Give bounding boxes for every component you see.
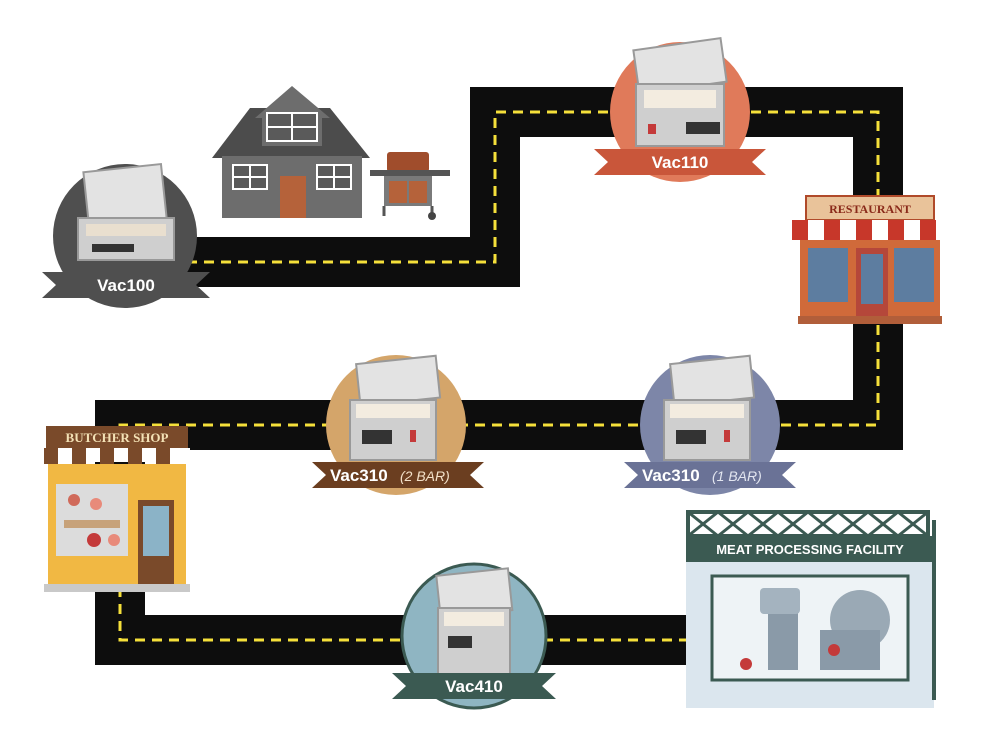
vac310-1bar-machine-icon <box>663 354 756 461</box>
vac310-2bar-suffix: (2 BAR) <box>400 468 450 484</box>
facility-sign: MEAT PROCESSING FACILITY <box>716 542 904 557</box>
meat-processing-facility: MEAT PROCESSING FACILITY <box>686 510 936 708</box>
house-icon <box>212 86 370 218</box>
restaurant-sign: RESTAURANT <box>829 202 911 216</box>
vac110-badge[interactable]: Vac110 <box>594 36 766 182</box>
grill-icon <box>370 152 450 220</box>
vac100-machine-icon <box>77 162 175 261</box>
vac100-label: Vac100 <box>97 276 155 295</box>
butcher-sign: BUTCHER SHOP <box>66 430 169 445</box>
vac110-machine-icon <box>632 36 728 147</box>
vac310-2bar-machine-icon <box>349 354 442 461</box>
restaurant-building: RESTAURANT <box>792 195 948 324</box>
vac410-machine-icon <box>435 567 514 681</box>
vac100-badge[interactable]: Vac100 <box>42 162 210 308</box>
vac310-1bar-suffix: (1 BAR) <box>712 468 762 484</box>
vac110-label: Vac110 <box>652 153 709 172</box>
vac410-label: Vac410 <box>445 677 503 696</box>
vac310-2bar-badge[interactable]: Vac310 (2 BAR) <box>312 354 484 495</box>
butcher-shop-building: BUTCHER SHOP <box>44 426 190 592</box>
vac410-badge[interactable]: Vac410 <box>392 562 556 710</box>
vac310-2bar-label: Vac310 <box>330 466 388 485</box>
vac310-1bar-label: Vac310 <box>642 466 700 485</box>
restaurant-awning <box>792 220 948 240</box>
vac310-1bar-badge[interactable]: Vac310 (1 BAR) <box>624 354 796 495</box>
